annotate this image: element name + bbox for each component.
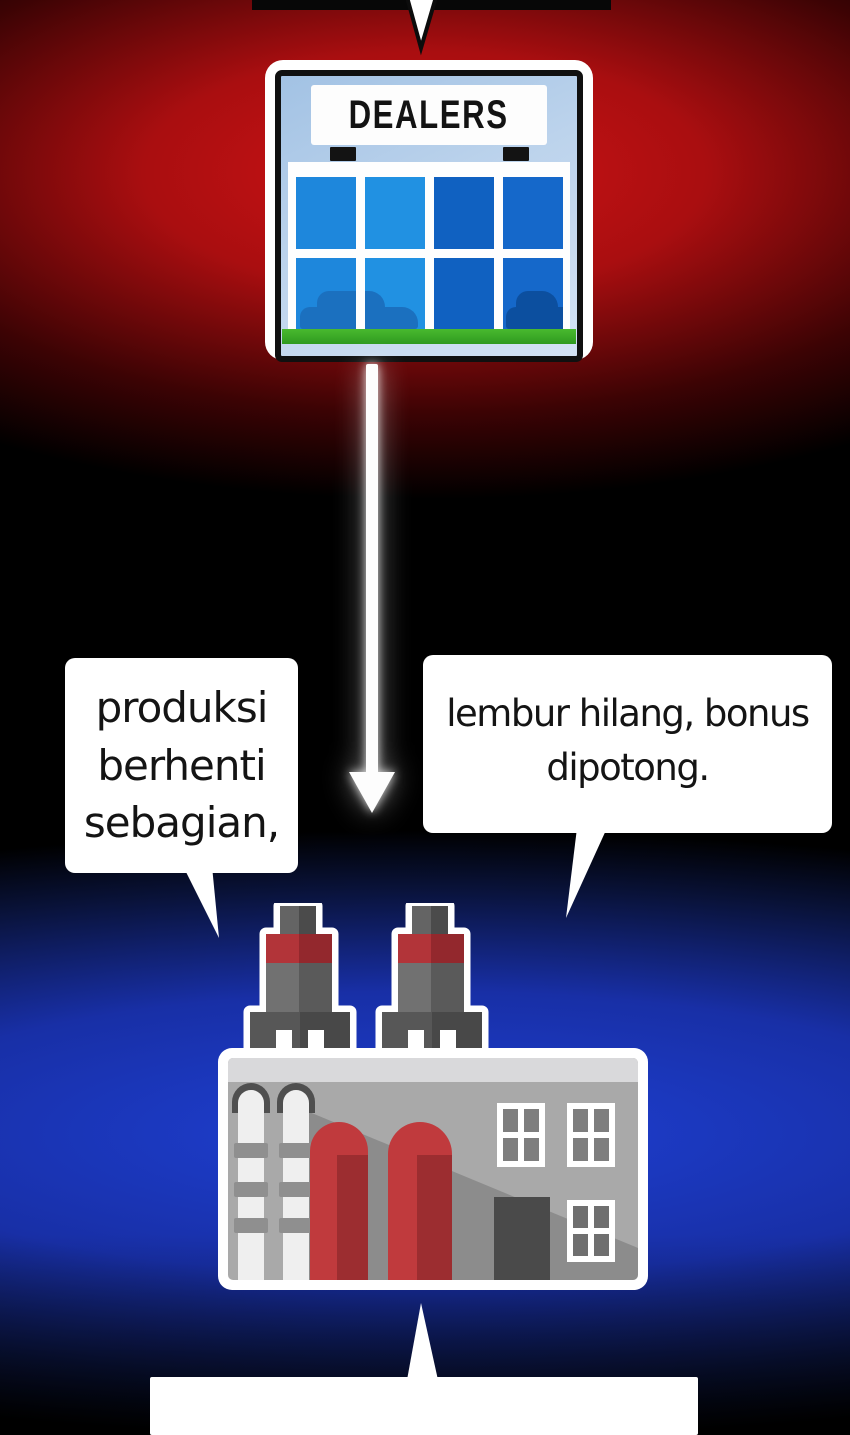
dealers-frame: DEALERS	[275, 70, 583, 362]
showroom-window	[503, 177, 563, 249]
red-silo	[388, 1122, 452, 1280]
speech-line: produksi	[95, 682, 269, 732]
showroom-window	[296, 177, 356, 249]
car-silhouette	[365, 291, 418, 329]
pipe-band	[234, 1182, 268, 1197]
car-silhouette	[506, 291, 563, 329]
factory-window	[497, 1103, 545, 1167]
sign-mount-right	[503, 147, 529, 161]
pipe-band	[279, 1218, 313, 1233]
previous-bubble-bottom-edge	[252, 0, 611, 10]
dealers-sign-label: DEALERS	[348, 92, 509, 137]
factory-illustration	[218, 1048, 648, 1290]
speech-line: lembur hilang, bonus	[446, 692, 810, 736]
factory-chimney-left	[243, 903, 357, 1053]
red-silo	[310, 1122, 368, 1280]
speech-line: berhenti	[97, 740, 266, 790]
dealers-building-illustration: DEALERS	[265, 60, 593, 362]
dealers-storefront	[288, 162, 570, 329]
showroom-window	[365, 177, 425, 249]
pipe-top-ring	[277, 1083, 315, 1113]
pipe-band	[234, 1143, 268, 1158]
pipe-band	[279, 1182, 313, 1197]
factory-wall	[228, 1058, 638, 1280]
showroom-window	[296, 258, 356, 329]
factory-window	[567, 1200, 615, 1262]
factory-window	[567, 1103, 615, 1167]
showroom-window	[434, 177, 494, 249]
pipe-band	[234, 1218, 268, 1233]
car-silhouette	[300, 291, 356, 329]
speech-line: sebagian,	[83, 798, 280, 848]
speech-bubble-right: lembur hilang, bonus dipotong.	[423, 655, 832, 833]
showroom-window	[365, 258, 425, 329]
sign-mount-left	[330, 147, 356, 161]
speech-bubble-bottom	[150, 1377, 698, 1435]
pipe-band	[279, 1143, 313, 1158]
dealers-sign: DEALERS	[311, 85, 547, 145]
speech-line: dipotong.	[546, 746, 710, 789]
grass-strip	[282, 329, 576, 344]
showroom-window	[503, 258, 563, 329]
pipe-top-ring	[232, 1083, 270, 1113]
speech-bubble-left: produksi berhenti sebagian,	[65, 658, 298, 873]
factory-door	[494, 1197, 550, 1280]
showroom-window	[434, 258, 494, 329]
factory-chimney-right	[375, 903, 489, 1053]
factory-roof-band	[228, 1058, 638, 1082]
